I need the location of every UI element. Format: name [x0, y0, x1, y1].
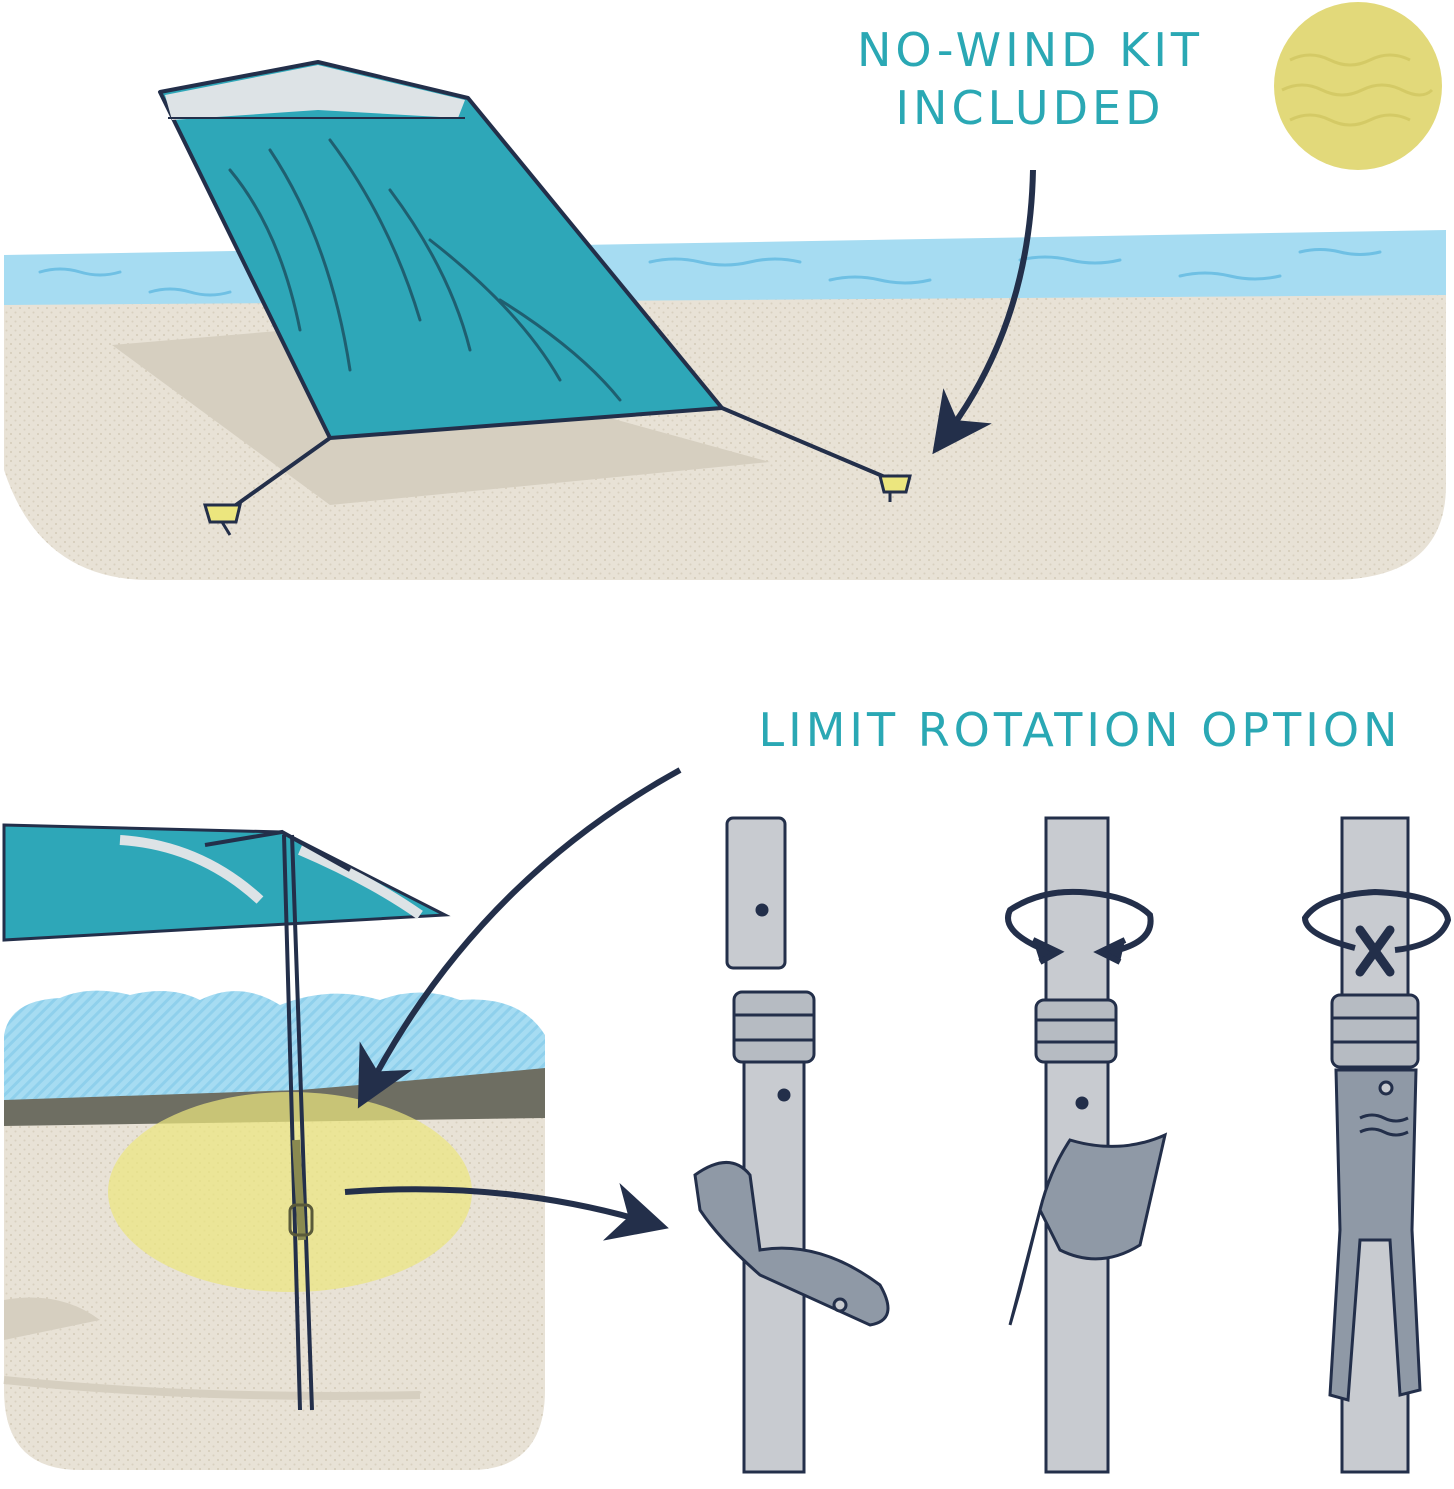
stake-right	[878, 474, 912, 502]
caption-line-2: INCLUDED	[895, 80, 1165, 135]
beach-scene-top	[4, 2, 1446, 580]
arrow-icon	[932, 169, 1036, 455]
rotate-arrow-icon	[1005, 888, 1154, 965]
caption-no-wind-kit: NO-WIND KIT INCLUDED	[840, 22, 1220, 137]
pole-detail-separated	[693, 816, 890, 1474]
caption-line-1: NO-WIND KIT	[857, 23, 1203, 77]
arrow-icon	[357, 767, 682, 1109]
pole-detail-locked	[1301, 816, 1452, 1474]
beach-scene-bottom	[2, 767, 682, 1470]
stake-left	[202, 503, 242, 536]
sun-icon	[1274, 2, 1442, 170]
pole	[282, 834, 314, 1411]
pole-detail-rotating	[1005, 816, 1168, 1474]
caption-limit-rotation: LIMIT ROTATION OPTION	[758, 703, 1402, 757]
arrow-icon	[344, 1182, 669, 1241]
x-mark-icon	[1355, 925, 1395, 977]
rotate-arrow-icon	[1301, 888, 1452, 953]
water	[4, 230, 1446, 308]
highlight-area	[108, 1092, 472, 1292]
